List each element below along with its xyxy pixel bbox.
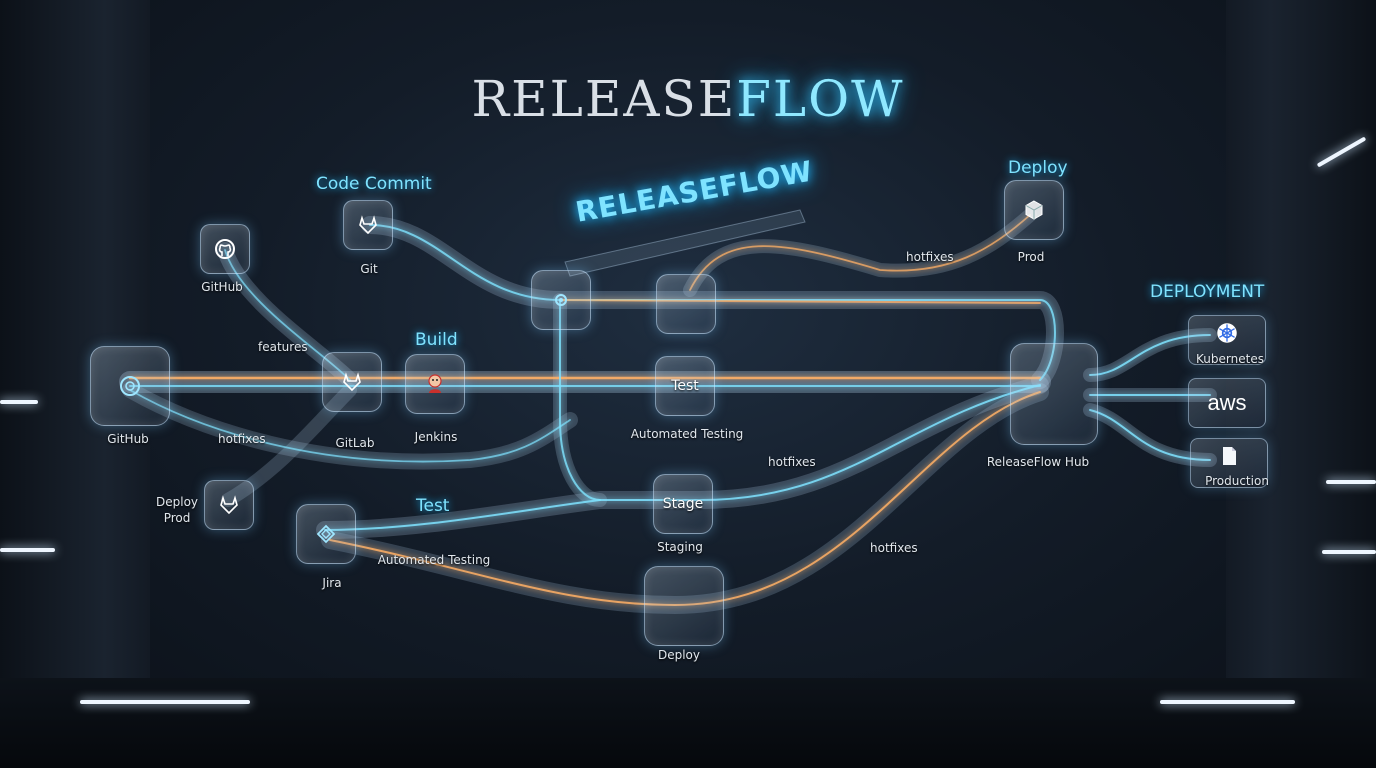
node-stage-text: Stage (662, 496, 704, 512)
github-icon (120, 376, 140, 396)
gitlab-icon (359, 215, 377, 235)
floor (0, 678, 1376, 768)
node-stage[interactable]: Stage (653, 474, 713, 534)
stage-test: Test (416, 496, 450, 516)
label-prod: Prod (1017, 250, 1045, 264)
label-features: features (258, 340, 308, 354)
light-strip-floor-left (80, 700, 250, 704)
node-central-hub[interactable] (531, 270, 591, 330)
page-title: RELEASEFLOW (0, 70, 1376, 128)
node-jira[interactable] (296, 504, 356, 564)
node-jenkins[interactable] (405, 354, 465, 414)
node-github-left[interactable] (90, 346, 170, 426)
service-kubernetes[interactable] (1188, 315, 1266, 365)
stage-build: Build (415, 330, 458, 350)
label-automated-testing-bottom: Automated Testing (377, 553, 491, 567)
node-junction-top[interactable] (656, 274, 716, 334)
sign-panel (564, 209, 806, 277)
service-aws[interactable]: aws (1188, 378, 1266, 428)
aws-logo-text: aws (1207, 390, 1247, 415)
stage-deployment: DEPLOYMENT (1150, 282, 1265, 302)
light-strip-left-2 (0, 548, 55, 552)
label-hotfixes-low: hotfixes (870, 541, 918, 555)
service-production[interactable] (1190, 438, 1268, 488)
node-git[interactable] (343, 200, 393, 250)
node-gitlab[interactable] (322, 352, 382, 412)
node-github-top[interactable] (200, 224, 250, 274)
jenkins-icon (428, 374, 442, 393)
document-icon (1223, 447, 1236, 465)
title-part-1: RELEASE (471, 70, 737, 128)
label-automated-testing-mid: Automated Testing (630, 427, 744, 441)
node-releaseflow-hub[interactable] (1010, 343, 1098, 445)
light-strip-right-3 (1322, 550, 1376, 554)
label-deploy-bottom: Deploy (657, 648, 701, 662)
node-prod[interactable] (1004, 180, 1064, 240)
label-hotfixes-left: hotfixes (218, 432, 266, 446)
light-strip-right-2 (1326, 480, 1376, 484)
label-jenkins: Jenkins (414, 430, 458, 444)
gear-icon (555, 294, 567, 306)
label-hotfixes-top: hotfixes (906, 250, 954, 264)
label-git: Git (360, 262, 378, 276)
node-test-text: Test (671, 378, 699, 394)
light-strip-left-1 (0, 400, 38, 404)
label-staging: Staging (657, 540, 703, 554)
node-deploy-bottom[interactable] (644, 566, 724, 646)
cube-icon (1025, 200, 1043, 220)
kubernetes-icon (1217, 323, 1237, 343)
gitlab-icon (220, 495, 238, 515)
node-deploy-prod[interactable] (204, 480, 254, 530)
stage-deploy: Deploy (1008, 158, 1068, 178)
label-production: Production (1205, 474, 1269, 488)
gitlab-icon (343, 372, 361, 392)
label-kubernetes: Kubernetes (1196, 352, 1264, 366)
label-github-top: GitHub (201, 280, 243, 294)
label-github-left: GitHub (107, 432, 149, 446)
jira-icon (316, 524, 336, 544)
node-test[interactable]: Test (655, 356, 715, 416)
label-hotfixes-mid: hotfixes (768, 455, 816, 469)
label-jira: Jira (322, 576, 342, 590)
label-gitlab: GitLab (335, 436, 375, 450)
light-strip-floor-right (1160, 700, 1295, 704)
left-wall (0, 0, 150, 768)
label-deploy-prod: Deploy Prod (156, 495, 199, 525)
github-icon (215, 239, 235, 259)
stage-code-commit: Code Commit (316, 174, 432, 194)
title-part-2: FLOW (736, 70, 905, 128)
label-releaseflow-hub: ReleaseFlow Hub (986, 455, 1090, 469)
